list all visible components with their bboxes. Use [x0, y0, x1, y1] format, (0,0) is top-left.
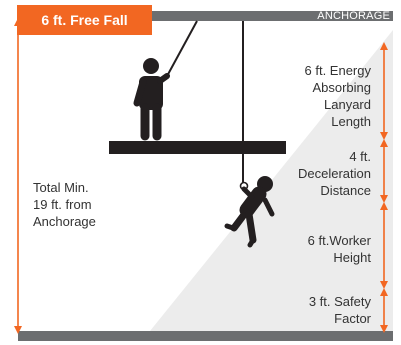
anchorage-label: ANCHORAGE: [317, 10, 390, 22]
anchorage-beam: [18, 11, 393, 21]
total-clearance-note: Total Min. 19 ft. from Anchorage: [33, 180, 96, 229]
free-fall-badge: 6 ft. Free Fall: [17, 5, 152, 35]
standing-lanyard: [165, 20, 198, 79]
worker-height-label: 6 ft.Worker Height: [307, 233, 371, 265]
safety-factor-label: 3 ft. Safety Factor: [308, 294, 371, 326]
lanyard-length-label: 6 ft. Energy Absorbing Lanyard Length: [304, 63, 371, 129]
deceleration-distance-label: 4 ft. Deceleration Distance: [298, 149, 371, 198]
ground-bar: [18, 331, 393, 341]
standing-worker-icon: [133, 58, 170, 141]
falling-worker-icon: [224, 176, 275, 248]
platform: [109, 141, 286, 154]
